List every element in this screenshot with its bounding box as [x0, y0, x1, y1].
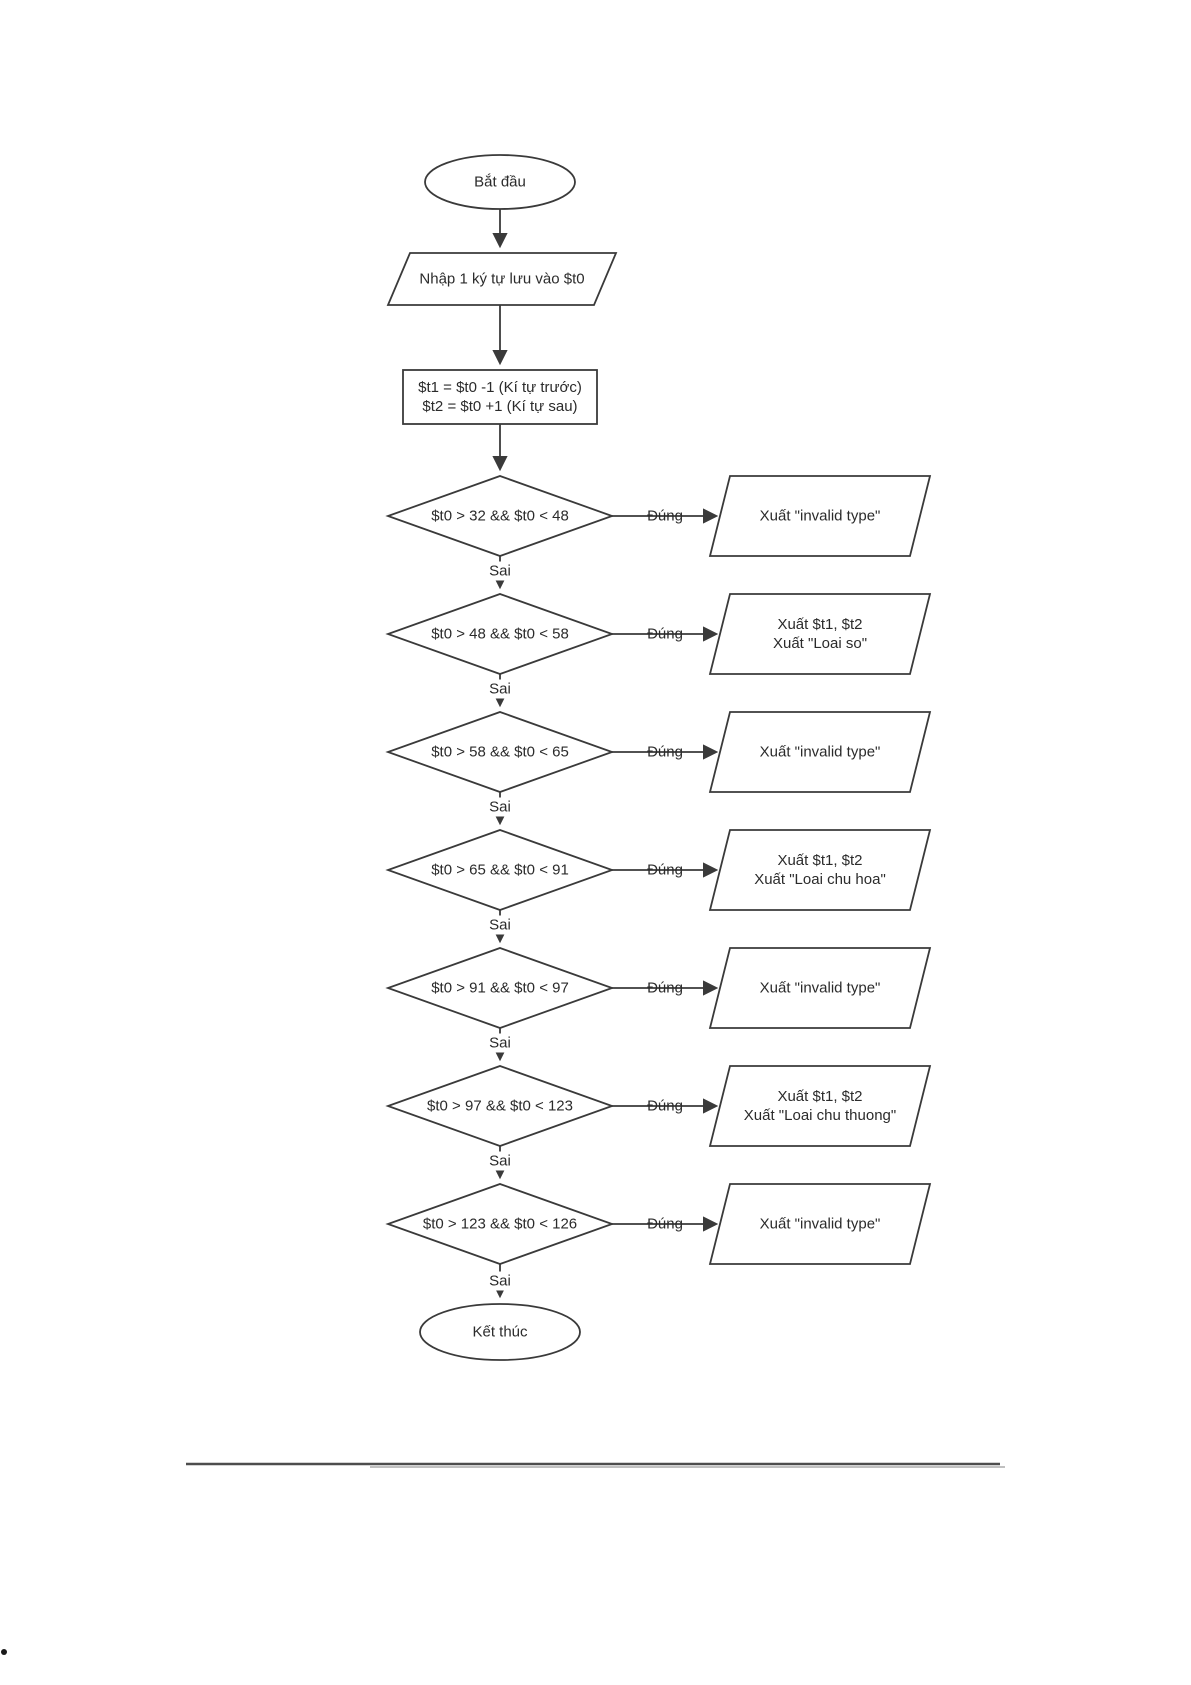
page-corner-mark — [1, 1649, 7, 1655]
output-6-label: Xuất $t1, $t2 Xuất "Loai chu thuong" — [744, 1087, 896, 1125]
decision-4-label: $t0 > 65 && $t0 < 91 — [431, 861, 569, 879]
branch-false-label-7: Sai — [486, 1271, 514, 1291]
decision-1-label: $t0 > 32 && $t0 < 48 — [431, 507, 569, 525]
output-5-label: Xuất "invalid type" — [760, 979, 881, 998]
branch-false-label-3: Sai — [486, 797, 514, 817]
output-7-line-1: Xuất "invalid type" — [759, 1215, 881, 1233]
decision-2-label: $t0 > 48 && $t0 < 58 — [431, 625, 569, 643]
end-terminal-oval — [419, 1303, 581, 1361]
output-6-parallelogram — [708, 1065, 932, 1147]
input-parallelogram — [386, 252, 618, 306]
branch-false-label-2: Sai — [486, 679, 514, 699]
decision-6-label: $t0 > 97 && $t0 < 123 — [427, 1097, 573, 1115]
branch-true-label-4: Đúng — [647, 861, 683, 879]
branch-true-label-6: Đúng — [647, 1097, 683, 1115]
decision-3-label: $t0 > 58 && $t0 < 65 — [431, 743, 569, 761]
start-label: Bắt đầu — [474, 173, 526, 191]
process-rect — [402, 369, 598, 425]
output-1-line-1: Xuất "invalid type" — [759, 507, 881, 525]
output-4-line-2: Xuất "Loai chu hoa" — [754, 871, 886, 888]
branch-true-label-7: Đúng — [647, 1215, 683, 1233]
decision-7-label: $t0 > 123 && $t0 < 126 — [422, 1215, 578, 1233]
output-2-line-2: Xuất "Loai so" — [772, 635, 868, 652]
output-5-line-1: Xuất "invalid type" — [759, 979, 881, 997]
end-label: Kết thúc — [472, 1323, 528, 1341]
output-1-parallelogram — [708, 475, 932, 557]
process-label-line-2: $t2 = $t0 +1 (Kí tự sau) — [422, 398, 578, 415]
output-4-label: Xuất $t1, $t2 Xuất "Loai chu hoa" — [754, 851, 886, 889]
output-4-line-1: Xuất $t1, $t2 — [777, 852, 863, 869]
output-3-line-1: Xuất "invalid type" — [759, 743, 881, 761]
branch-false-label-5: Sai — [486, 1033, 514, 1053]
output-2-label: Xuất $t1, $t2 Xuất "Loai so" — [773, 615, 867, 653]
output-4-parallelogram — [708, 829, 932, 911]
branch-true-label-1: Đúng — [647, 507, 683, 525]
input-label: Nhập 1 ký tự lưu vào $t0 — [419, 270, 585, 288]
output-3-label: Xuất "invalid type" — [760, 743, 881, 762]
branch-false-label-1: Sai — [486, 561, 514, 581]
process-label-line-1: $t1 = $t0 -1 (Kí tự trước) — [418, 379, 582, 396]
branch-true-label-3: Đúng — [647, 743, 683, 761]
process-label: $t1 = $t0 -1 (Kí tự trước) $t2 = $t0 +1 … — [418, 378, 582, 416]
output-2-parallelogram — [708, 593, 932, 675]
output-3-parallelogram — [708, 711, 932, 793]
output-1-label: Xuất "invalid type" — [760, 507, 881, 526]
output-5-parallelogram — [708, 947, 932, 1029]
output-7-label: Xuất "invalid type" — [760, 1215, 881, 1234]
output-6-line-1: Xuất $t1, $t2 — [777, 1088, 863, 1105]
branch-false-label-6: Sai — [486, 1151, 514, 1171]
branch-true-label-2: Đúng — [647, 625, 683, 643]
output-6-line-2: Xuất "Loai chu thuong" — [743, 1107, 897, 1124]
branch-false-label-4: Sai — [486, 915, 514, 935]
decision-5-label: $t0 > 91 && $t0 < 97 — [431, 979, 569, 997]
output-2-line-1: Xuất $t1, $t2 — [777, 616, 863, 633]
output-7-parallelogram — [708, 1183, 932, 1265]
branch-true-label-5: Đúng — [647, 979, 683, 997]
